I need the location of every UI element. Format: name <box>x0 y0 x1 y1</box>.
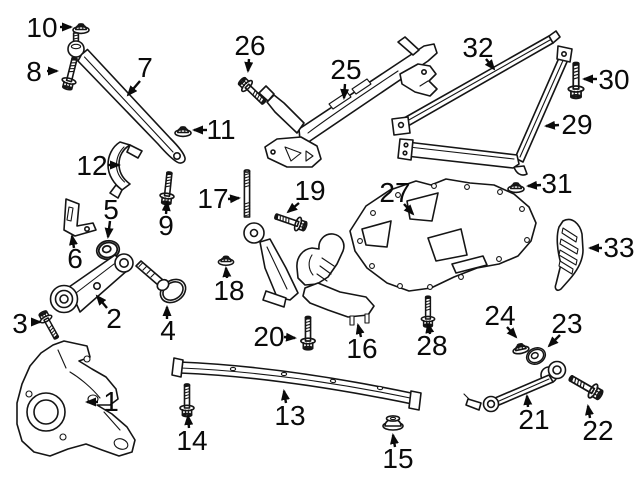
callout-29-label: 29 <box>561 109 592 140</box>
part-24-flange-nut <box>511 341 531 356</box>
callout-20-arrow <box>283 332 297 342</box>
callout-5-label: 5 <box>103 194 119 225</box>
callout-24-label: 24 <box>484 300 515 331</box>
part-21-link-rod <box>463 360 567 413</box>
part-3-bolt <box>35 308 64 343</box>
callout-31-arrow <box>526 180 542 190</box>
callout-6-label: 6 <box>67 243 83 274</box>
callout-29-arrow <box>544 120 560 130</box>
callout-23-label: 23 <box>551 308 582 339</box>
part-22-bolt <box>565 370 606 404</box>
callout-23-arrow <box>547 334 561 348</box>
callout-18-arrow <box>222 266 232 279</box>
washer-glyph <box>523 344 549 368</box>
part-25-cross-brace <box>258 36 438 168</box>
callout-7-label: 7 <box>137 52 153 83</box>
callout-4-label: 4 <box>160 315 176 346</box>
callout-32-arrow <box>484 58 496 71</box>
part-2-control-arm <box>49 253 134 314</box>
callout-arrows <box>31 22 602 448</box>
part-18-flange-nut <box>217 255 235 266</box>
callout-16-label: 16 <box>346 333 377 364</box>
callout-14-label: 14 <box>176 425 207 456</box>
callout-15-arrow <box>390 433 399 448</box>
callout-labels: 1 2 3 4 5 6 7 8 9 10 11 12 13 14 15 16 1… <box>12 12 634 474</box>
callout-2-label: 2 <box>106 303 122 334</box>
part-31-flange-nut <box>507 182 525 194</box>
callout-17-label: 17 <box>197 183 228 214</box>
callout-26-arrow <box>244 58 254 73</box>
callout-9-label: 9 <box>158 210 174 241</box>
callout-5-arrow <box>104 220 114 239</box>
part-6-mount-bracket <box>63 198 97 237</box>
callout-1-label: 1 <box>103 386 119 417</box>
callout-27-arrow <box>403 203 415 216</box>
callout-13-label: 13 <box>274 400 305 431</box>
part-14-bolt <box>179 383 195 418</box>
part-13-crossmember-rail <box>171 357 422 411</box>
part-32-support-bar <box>391 30 561 136</box>
callout-33-label: 33 <box>603 232 634 263</box>
part-30-bolt <box>567 61 585 100</box>
callout-25-label: 25 <box>330 54 361 85</box>
callout-19-arrow <box>286 202 300 214</box>
callout-13-arrow <box>281 389 290 404</box>
part-10-flange-nut <box>72 23 90 35</box>
callout-27-label: 27 <box>379 177 410 208</box>
callout-31-label: 31 <box>541 168 572 199</box>
callout-22-label: 22 <box>582 415 613 446</box>
part-33-air-deflector <box>554 218 584 291</box>
part-28-bolt <box>420 295 436 328</box>
callout-28-arrow <box>425 322 435 335</box>
part-27-skid-plate <box>349 178 537 292</box>
part-23-washer <box>523 344 549 368</box>
callout-9-arrow <box>161 200 171 215</box>
callout-19-label: 19 <box>294 175 325 206</box>
callout-16-arrow <box>355 323 365 338</box>
callout-22-arrow <box>585 404 594 419</box>
callout-2-arrow <box>95 294 108 309</box>
callout-15-label: 15 <box>382 443 413 474</box>
callout-3-label: 3 <box>12 308 28 339</box>
part-19-bolt <box>272 208 310 235</box>
part-4-bolt-with-washer <box>135 260 187 304</box>
callout-17-arrow <box>227 194 241 204</box>
callout-21-arrow <box>523 394 533 408</box>
callout-30-label: 30 <box>598 64 629 95</box>
callout-20-label: 20 <box>253 321 284 352</box>
part-20-bolt <box>300 315 316 351</box>
part-15-grommet-nut <box>382 415 404 431</box>
callout-7-arrow <box>126 80 141 97</box>
part-12-curved-bracket <box>107 141 143 199</box>
callout-25-arrow <box>340 83 350 100</box>
part-17-stud <box>243 169 251 218</box>
part-11-flange-nut <box>174 126 192 138</box>
part-1-steering-knuckle <box>16 340 136 457</box>
callout-18-label: 18 <box>213 275 244 306</box>
callout-11-label: 11 <box>206 114 235 145</box>
callout-28-label: 28 <box>416 330 447 361</box>
callout-10-label: 10 <box>26 12 57 43</box>
callout-24-arrow <box>506 326 518 339</box>
part-9-bolt <box>158 170 178 207</box>
callout-14-arrow <box>184 414 194 429</box>
callout-32-label: 32 <box>462 32 493 63</box>
callout-8-label: 8 <box>26 56 42 87</box>
callout-26-label: 26 <box>234 30 265 61</box>
callout-21-label: 21 <box>518 404 549 435</box>
callout-6-arrow <box>69 234 78 249</box>
part-29-v-brace <box>397 45 573 176</box>
callout-12-label: 12 <box>76 150 107 181</box>
part-7-strut-rod <box>67 32 186 164</box>
part-16-support-bracket <box>243 222 375 326</box>
